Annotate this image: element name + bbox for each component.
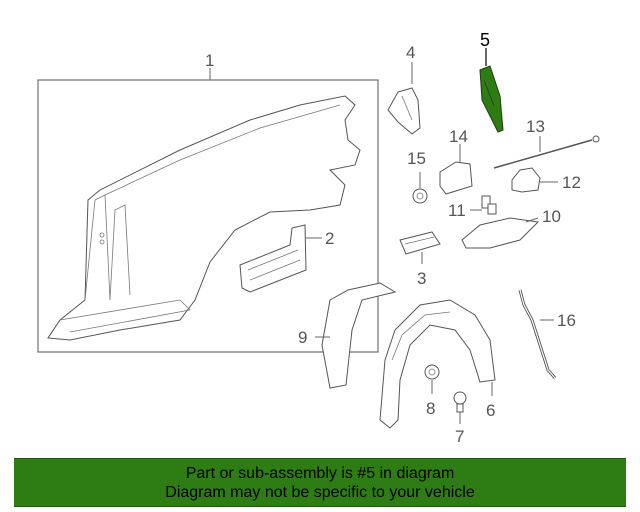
parts-diagram: 1 2 3 4 5 6 7 8 [37,30,600,446]
callout-9: 9 [298,328,307,347]
highlight-notice-banner: Part or sub-assembly is #5 in diagram Di… [14,458,626,507]
callout-8: 8 [426,399,435,418]
callout-5: 5 [480,30,490,50]
part-6-liner [379,299,496,429]
callout-7: 7 [455,427,464,446]
callout-1: 1 [205,51,214,70]
banner-line-part: Part or sub-assembly is #5 in diagram [185,464,455,482]
callout-12: 12 [562,173,581,192]
part-14-hinge [439,161,473,195]
callout-3: 3 [417,269,426,288]
part-1-quarter-panel [47,95,361,341]
callout-4: 4 [406,43,415,62]
banner-line-disclaimer: Diagram may not be specific to your vehi… [165,483,475,501]
part-7-clip [453,391,467,413]
leader-10 [525,217,539,223]
part-12-actuator [511,167,541,193]
part-15-grommet [412,188,428,204]
callout-14: 14 [449,127,468,146]
callout-10: 10 [542,207,561,226]
part-9-arch-trim [321,282,397,389]
callout-13: 13 [526,117,545,136]
part-11-actuator [481,195,497,215]
part-10-fuel-door [461,217,540,249]
part-2-bracket [239,224,307,293]
callout-16: 16 [557,311,576,330]
callout-15: 15 [407,149,426,168]
part-8-nut [424,364,440,380]
part-3-pad [399,231,441,255]
part-13-cable [493,135,600,169]
callout-2: 2 [325,229,334,248]
callout-11: 11 [448,201,466,220]
callout-6: 6 [486,401,495,420]
part-5-highlighted [479,65,504,133]
part-4-mount [387,87,421,135]
part-16-drain-hose [518,289,557,379]
